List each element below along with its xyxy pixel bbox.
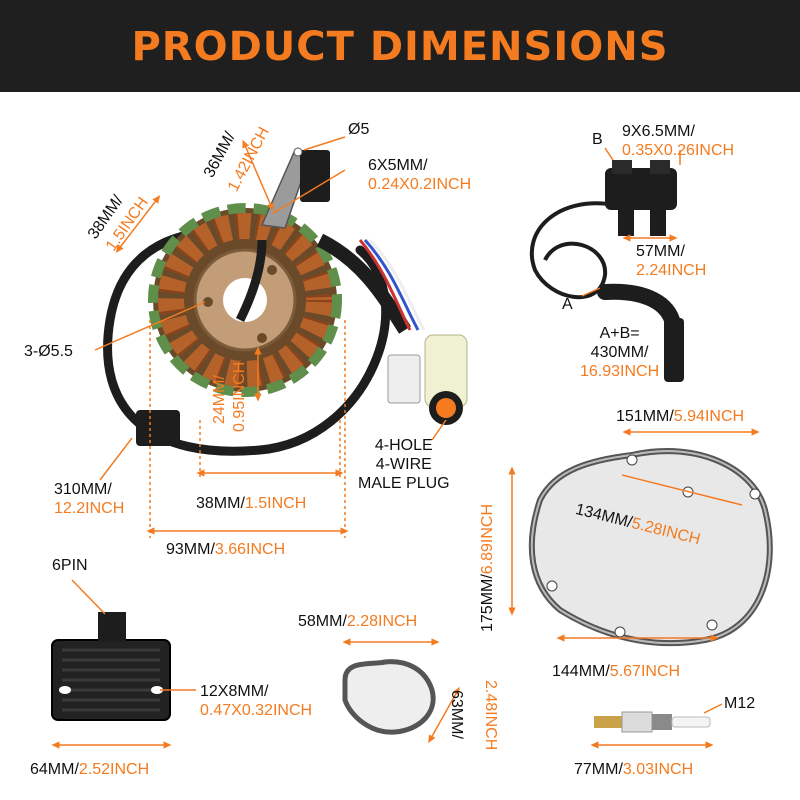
gasket-dim-151: 151MM/5.94INCH (616, 407, 744, 426)
regulator (51, 579, 196, 749)
title-bar (0, 0, 800, 92)
dim-310-mm: 310MM/ (54, 481, 112, 498)
stator (103, 147, 468, 456)
stator-dim-310: 310MM/ 12.2INCH (54, 480, 124, 518)
dim-430-inch: 16.93INCH (580, 363, 660, 380)
dim-58-mm: 58MM/ (298, 613, 347, 630)
stator-dim-phi5: Ø5 (348, 121, 370, 138)
stator-dim-holes: 3-Ø5.5 (24, 343, 73, 360)
dim-38-bottom-mm: 38MM/ (196, 495, 245, 512)
dim-6x5-inch: 0.24X0.2INCH (368, 176, 472, 193)
dim-63-mm: 63MM/ (448, 690, 465, 739)
dim-144-mm: 144MM/ (552, 663, 610, 680)
dim-430-mm: 430MM/ (590, 344, 649, 361)
dim-12x8-inch: 0.47X0.32INCH (200, 702, 313, 719)
small-gasket-dim-63-inch: 2.48INCH (481, 680, 500, 750)
dim-310-inch: 12.2INCH (54, 500, 125, 517)
dim-77-inch: 3.03INCH (622, 761, 694, 778)
stator-loop-connector (136, 410, 180, 446)
coil-label-b: B (592, 131, 603, 148)
dim-6x5-mm: 6X5MM/ (368, 157, 428, 174)
dim-175-inch: 6.89INCH (479, 503, 496, 575)
dim-9x65-inch: 0.35X0.26INCH (622, 142, 735, 159)
dim-64-inch: 2.52INCH (78, 761, 150, 778)
male-plug (424, 334, 468, 425)
regulator-pin-label: 6PIN (52, 557, 88, 574)
dim-24-inch-value: 0.95INCH (231, 361, 248, 432)
plug-line-1: 4-HOLE (374, 437, 433, 454)
spark-plug-thread: M12 (724, 695, 756, 712)
cover-gasket (508, 428, 773, 647)
stator-dim-24-inch: 0.95INCH (230, 362, 249, 432)
gasket-dim-144: 144MM/5.67INCH (552, 662, 680, 681)
white-plug (387, 354, 421, 404)
dim-175-mm: 175MM/ (479, 574, 496, 632)
spark-plug-dim-77: 77MM/3.03INCH (574, 760, 693, 779)
small-gasket-dim-63: 63MM/ (447, 690, 466, 739)
coil-dim-9x65: 9X6.5MM/ 0.35X0.26INCH (622, 122, 734, 160)
dim-144-inch: 5.67INCH (609, 663, 681, 680)
dim-58-inch: 2.28INCH (346, 613, 418, 630)
dim-93-inch: 3.66INCH (214, 541, 286, 558)
small-gasket (342, 638, 460, 744)
stator-dim-lines (94, 136, 447, 538)
plug-line-2: 4-WIRE (375, 456, 432, 473)
gasket-dim-175: 175MM/6.89INCH (478, 504, 497, 632)
dim-64-mm: 64MM/ (30, 761, 79, 778)
coil-label-a: A (562, 296, 573, 313)
page-title: PRODUCT DIMENSIONS (131, 24, 669, 70)
regulator-dim-12x8: 12X8MM/ 0.47X0.32INCH (200, 682, 312, 720)
dim-9x65-mm: 9X6.5MM/ (622, 123, 695, 140)
dim-57-inch: 2.24INCH (636, 262, 707, 279)
dim-93-mm: 93MM/ (166, 541, 215, 558)
coil-total-length: A+B= 430MM/ 16.93INCH (580, 324, 659, 381)
coil-sum-line: A+B= (599, 325, 640, 342)
dim-77-mm: 77MM/ (574, 761, 623, 778)
dim-57-mm: 57MM/ (636, 243, 685, 260)
dim-38-bottom-inch: 1.5INCH (244, 495, 307, 512)
coil-dim-57: 57MM/ 2.24INCH (636, 242, 706, 280)
plug-line-3: MALE PLUG (358, 475, 450, 492)
stator-dim-93: 93MM/3.66INCH (166, 540, 285, 559)
male-plug-label: 4-HOLE 4-WIRE MALE PLUG (358, 436, 450, 493)
dim-63-inch-value: 2.48INCH (482, 680, 499, 751)
dim-12x8-mm: 12X8MM/ (200, 683, 269, 700)
stator-dim-24: 24MM/ (210, 375, 229, 424)
dim-151-mm: 151MM/ (616, 408, 674, 425)
ignition-coil (529, 147, 684, 382)
regulator-dim-64: 64MM/2.52INCH (30, 760, 149, 779)
small-gasket-dim-58: 58MM/2.28INCH (298, 612, 417, 631)
spark-plug (590, 703, 723, 749)
stator-dim-38-bottom: 38MM/1.5INCH (196, 494, 306, 513)
dim-24-mm: 24MM/ (211, 375, 228, 424)
stator-dim-6x5: 6X5MM/ 0.24X0.2INCH (368, 156, 471, 194)
dim-151-inch: 5.94INCH (673, 408, 745, 425)
pickup-sensor (260, 147, 330, 229)
